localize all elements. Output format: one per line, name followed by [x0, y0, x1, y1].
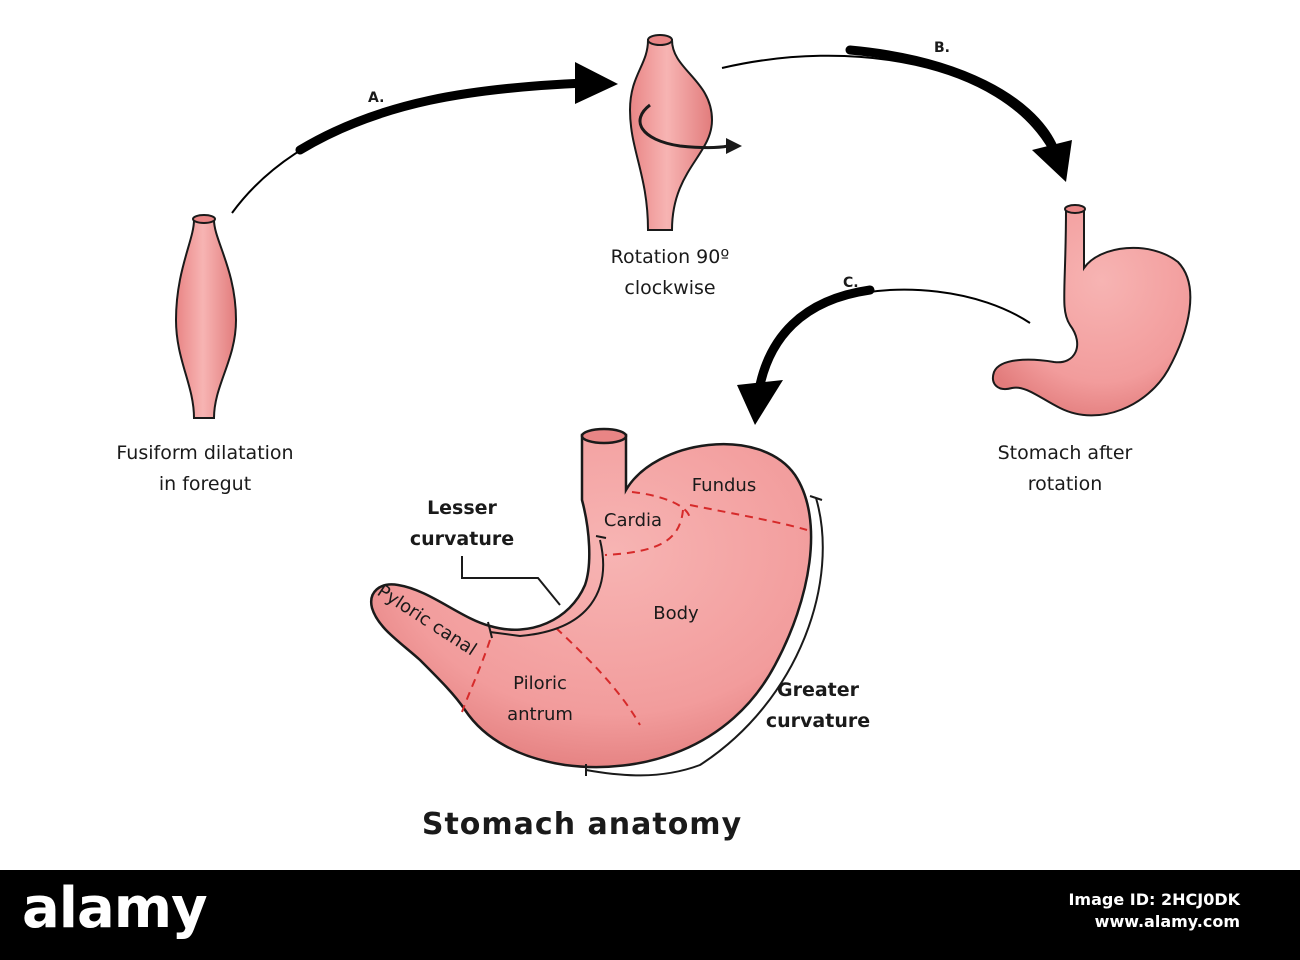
- label-lesser-line1: Lesser: [427, 497, 497, 519]
- arrow-a: [231, 62, 618, 214]
- marker-a: A.: [368, 90, 384, 106]
- caption-after-line1: Stomach after: [998, 442, 1133, 464]
- stomach-after-rotation-shape: [992, 204, 1192, 417]
- caption-foregut-line2: in foregut: [159, 473, 251, 495]
- caption-foregut-line1: Fusiform dilatation: [116, 442, 293, 464]
- greater-curvature-bracket: [585, 495, 824, 777]
- label-antrum-line2: antrum: [507, 704, 573, 725]
- arrow-c-head: [737, 380, 783, 425]
- label-fundus: Fundus: [692, 475, 756, 496]
- watermark-footer: alamy Image ID: 2HCJ0DK www.alamy.com: [0, 870, 1300, 960]
- watermark-id-line2: www.alamy.com: [1094, 912, 1240, 931]
- label-body: Body: [653, 603, 699, 624]
- watermark-image-id: Image ID: 2HCJ0DK www.alamy.com: [1068, 889, 1240, 933]
- arrow-b: [721, 45, 1072, 182]
- watermark-id-line1: Image ID: 2HCJ0DK: [1068, 890, 1240, 909]
- rotation-arrow-head: [726, 138, 742, 154]
- caption-rotation-line2: clockwise: [624, 277, 715, 299]
- label-greater-line1: Greater: [777, 679, 860, 701]
- stomach-development-diagram: A. B. C. Fusiform dilatation in foregut …: [116, 34, 1192, 842]
- lesser-curvature-bracket: [461, 535, 607, 639]
- label-cardia: Cardia: [604, 510, 662, 531]
- fusiform-foregut-shape: [174, 214, 238, 419]
- arrow-a-head: [575, 62, 618, 104]
- label-lesser-line2: curvature: [410, 528, 514, 550]
- arrow-c: [737, 285, 1031, 425]
- watermark-logo: alamy: [22, 876, 208, 941]
- label-greater-line2: curvature: [766, 710, 870, 732]
- marker-c: C.: [843, 275, 859, 291]
- caption-after-line2: rotation: [1028, 473, 1103, 495]
- diagram-title: Stomach anatomy: [422, 807, 742, 842]
- marker-b: B.: [934, 40, 950, 56]
- stomach-anatomy-shape: [369, 427, 813, 769]
- region-boundaries: [461, 491, 808, 726]
- label-antrum-line1: Piloric: [513, 673, 567, 694]
- caption-rotation-line1: Rotation 90º: [611, 246, 730, 268]
- arrow-b-head: [1032, 140, 1072, 182]
- rotating-stomach-shape: [628, 34, 742, 231]
